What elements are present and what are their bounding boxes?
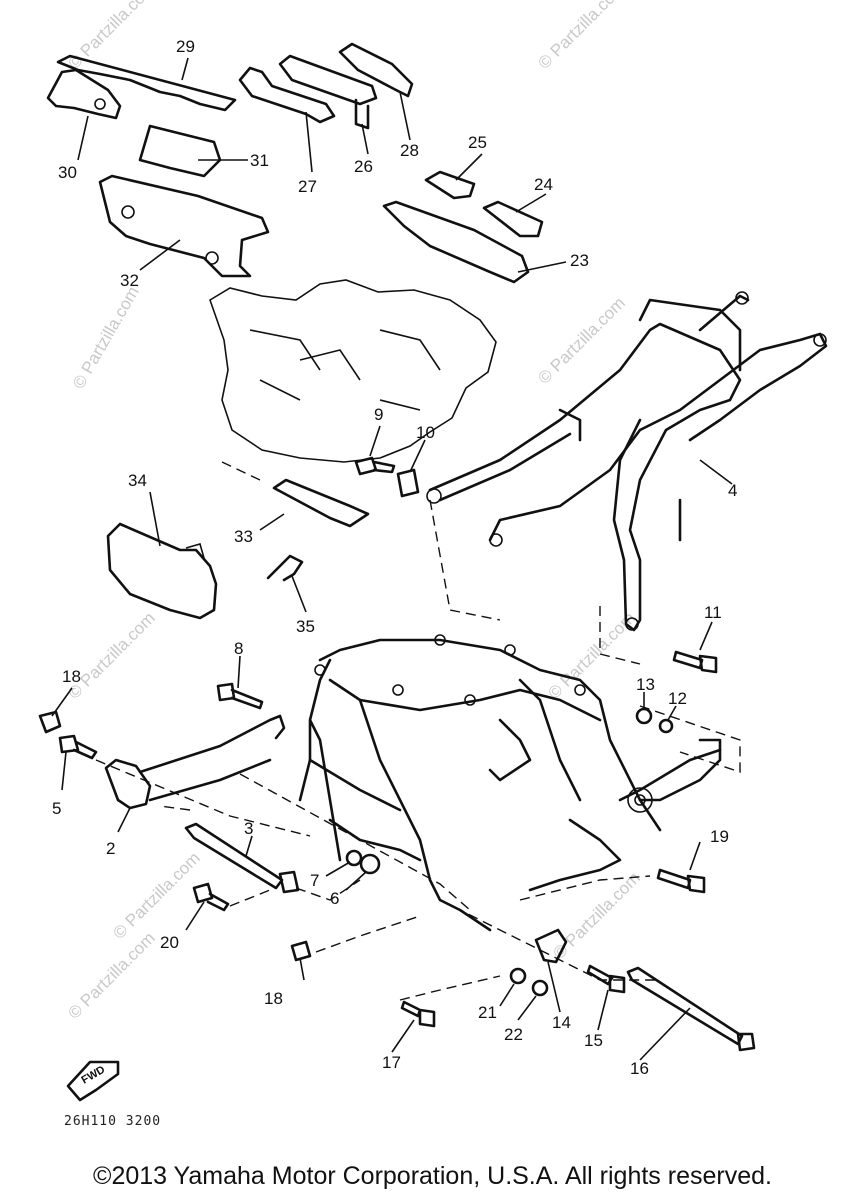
callout-13: 13 — [636, 675, 655, 694]
part-18-nut-lower — [290, 940, 312, 962]
callout-23: 23 — [570, 251, 589, 270]
callout-7: 7 — [310, 871, 319, 890]
callout-24: 24 — [534, 175, 553, 194]
part-34-cable — [106, 522, 218, 620]
part-3-bolt — [184, 822, 284, 890]
callout-19: 19 — [710, 827, 729, 846]
callout-10: 10 — [416, 423, 435, 442]
part-7-washer — [345, 849, 363, 867]
callout-27: 27 — [298, 177, 317, 196]
callout-21: 21 — [478, 1003, 497, 1022]
part-30-side-cover — [46, 68, 122, 120]
part-4-rear-subframe — [426, 291, 828, 632]
fwd-arrow-shape — [66, 1060, 120, 1102]
part-8-bolt — [216, 682, 264, 710]
callout-4: 4 — [728, 481, 737, 500]
callout-3: 3 — [244, 819, 253, 838]
part-13-nut — [635, 707, 653, 725]
part-12-washer — [658, 718, 674, 734]
callout-5: 5 — [52, 799, 61, 818]
part-14-plate — [534, 928, 568, 964]
part-17-bolt — [400, 1000, 436, 1028]
callout-2: 2 — [106, 839, 115, 858]
callout-14: 14 — [552, 1013, 571, 1032]
callout-33: 33 — [234, 527, 253, 546]
watermark-7: © Partzilla.com — [109, 848, 203, 942]
part-25-damper — [424, 170, 476, 200]
part-35-clip — [266, 554, 304, 582]
callout-20: 20 — [160, 933, 179, 952]
cover-parts — [46, 42, 544, 284]
callout-8: 8 — [234, 639, 243, 658]
alignment-lines — [95, 461, 741, 1001]
engine-silhouette — [209, 279, 497, 463]
fwd-arrow: FWD — [66, 1060, 120, 1102]
callout-29: 29 — [176, 37, 195, 56]
part-9-bolt — [354, 456, 396, 476]
part-16-long-bolt — [626, 966, 744, 1046]
callout-32: 32 — [120, 271, 139, 290]
part-31-bracket — [138, 124, 222, 178]
frame-parts-diagram: © Partzilla.com © Partzilla.com © Partzi… — [38, 0, 828, 1102]
callout-15: 15 — [584, 1031, 603, 1050]
part-28-bracket — [338, 42, 414, 98]
callout-11: 11 — [704, 603, 722, 622]
callouts: 29 30 31 32 27 26 28 25 24 23 4 9 10 34 … — [52, 37, 737, 1078]
callout-18-lower: 18 — [264, 989, 283, 1008]
part-19-bolt — [656, 868, 706, 894]
leader-lines — [51, 57, 733, 1061]
part-11-bolt — [672, 650, 718, 674]
part-26-plate — [278, 54, 378, 106]
part-6-collar — [359, 853, 381, 875]
callout-6: 6 — [330, 889, 339, 908]
part-29-cover-strip — [56, 54, 237, 112]
diagram-code: 26H110 3200 — [64, 1114, 162, 1129]
callout-34: 34 — [128, 471, 147, 490]
main-frame — [298, 634, 722, 932]
part-27-rail — [238, 66, 336, 124]
watermark-1: © Partzilla.com — [69, 283, 143, 392]
small-parts — [38, 456, 756, 1052]
callout-28: 28 — [400, 141, 419, 160]
callout-26: 26 — [354, 157, 373, 176]
copyright-notice: ©2013 Yamaha Motor Corporation, U.S.A. A… — [93, 1162, 772, 1190]
callout-22: 22 — [504, 1025, 523, 1044]
callout-35: 35 — [296, 617, 315, 636]
callout-12: 12 — [668, 689, 687, 708]
callout-16: 16 — [630, 1059, 649, 1078]
watermarks: © Partzilla.com © Partzilla.com © Partzi… — [64, 0, 643, 1023]
callout-18-top: 18 — [62, 667, 81, 686]
part-20-bolt — [192, 882, 230, 912]
callout-17: 17 — [382, 1053, 401, 1072]
part-22-nut — [531, 979, 549, 997]
watermark-9: © Partzilla.com — [64, 928, 158, 1022]
part-33-plate — [272, 478, 370, 528]
callout-30: 30 — [58, 163, 77, 182]
part-18-nut-top — [38, 710, 62, 734]
engine-outline — [209, 279, 497, 463]
part-10-collar — [396, 468, 420, 498]
part-23-cover — [382, 200, 530, 284]
callout-31: 31 — [250, 151, 269, 170]
part-15-bolt — [586, 964, 626, 994]
callout-25: 25 — [468, 133, 487, 152]
part-24-damper — [482, 200, 544, 238]
part-2-bracket — [104, 758, 152, 810]
watermark-4: © Partzilla.com — [64, 0, 158, 73]
part-21-nut — [509, 967, 527, 985]
watermark-6: © Partzilla.com — [64, 608, 158, 702]
watermark-3: © Partzilla.com — [534, 0, 628, 73]
callout-9: 9 — [374, 405, 383, 424]
part-32-plate — [98, 174, 270, 278]
part-5-bolt — [58, 734, 98, 760]
